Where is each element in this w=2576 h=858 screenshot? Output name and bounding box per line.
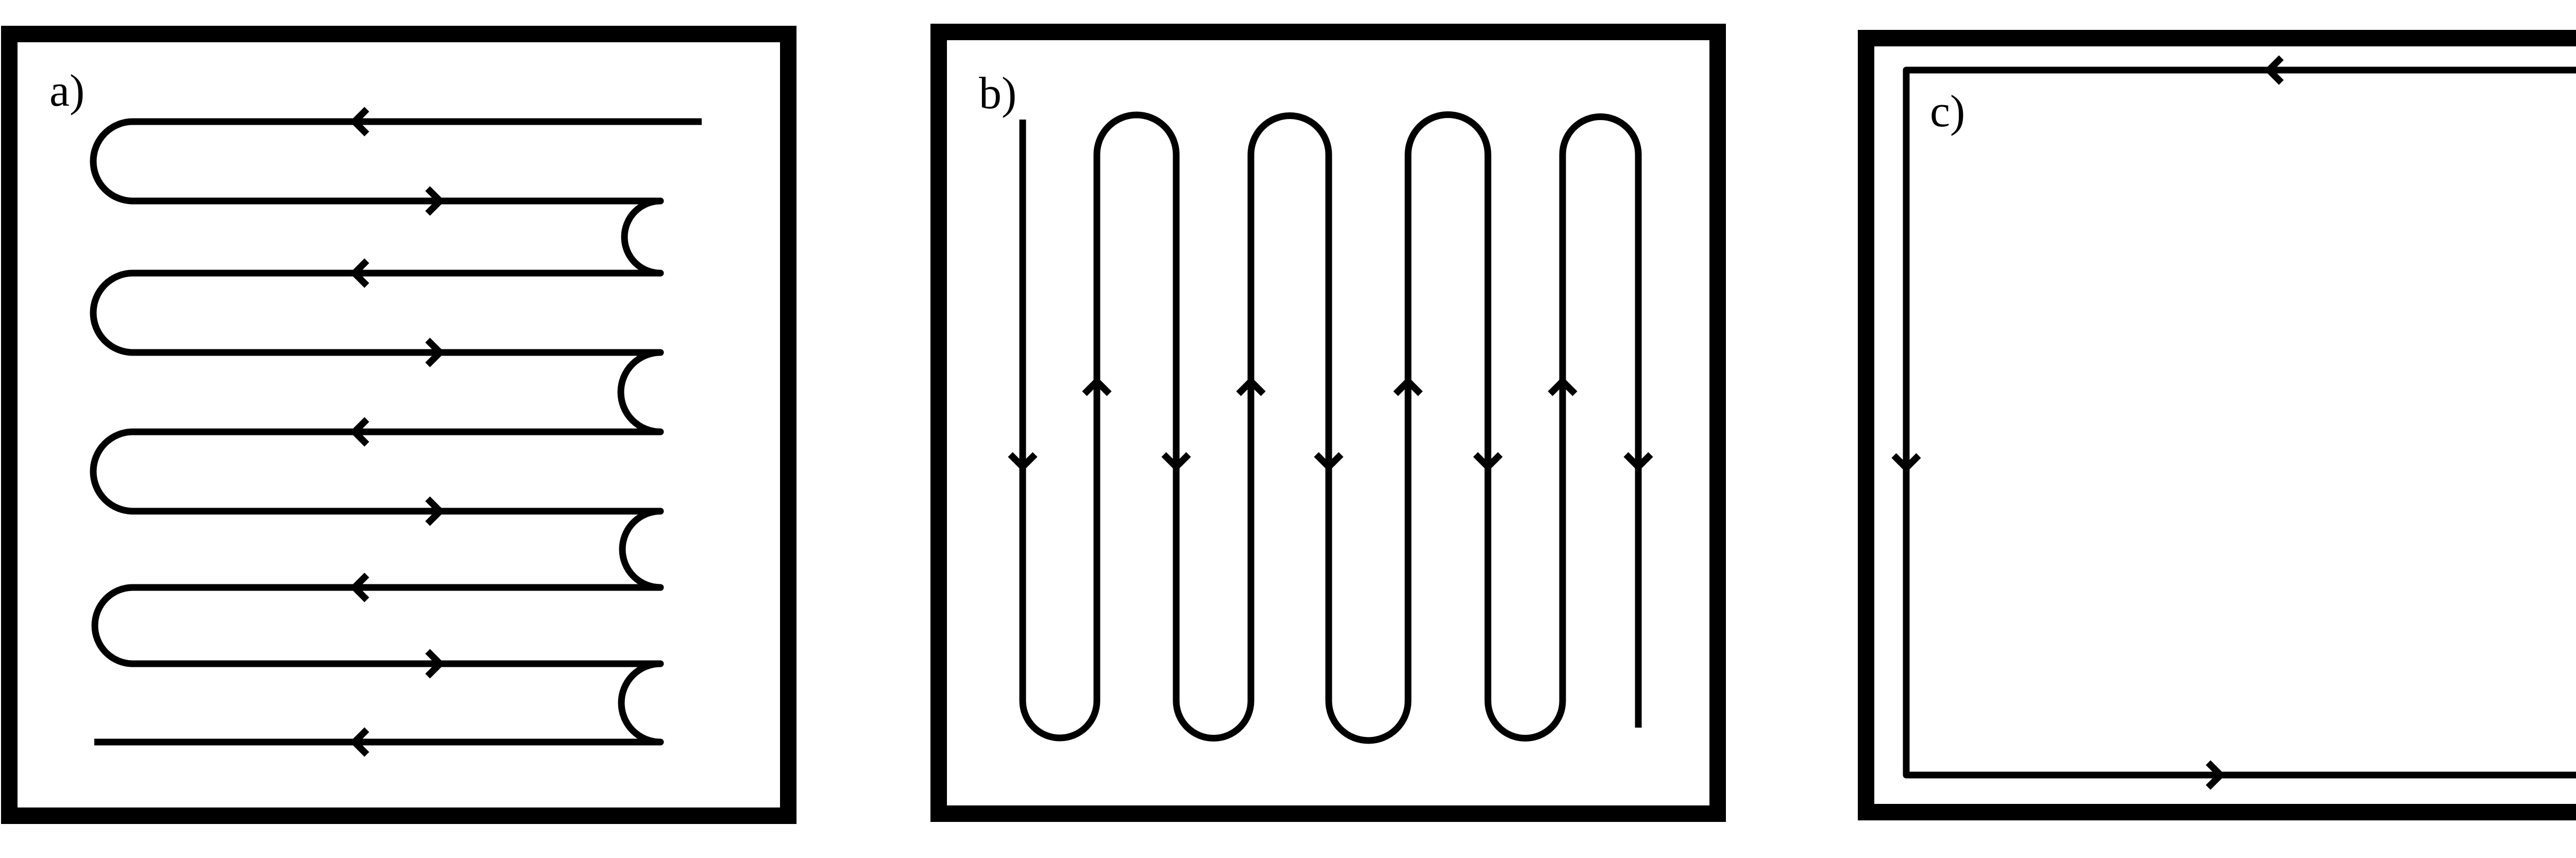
direction-arrow: [1314, 452, 1344, 472]
panel-a-label: a): [49, 66, 84, 116]
direction-arrow: [425, 649, 445, 679]
direction-arrow: [425, 496, 445, 526]
direction-arrow: [425, 338, 445, 367]
direction-arrow: [2264, 55, 2284, 85]
direction-arrow: [1623, 452, 1653, 472]
direction-arrow: [349, 573, 369, 602]
direction-arrow: [349, 417, 369, 447]
direction-arrow: [349, 258, 369, 288]
direction-arrow: [1393, 376, 1423, 396]
direction-arrow: [425, 186, 445, 216]
direction-arrow: [2206, 760, 2226, 790]
panel-c-direction-arrows: [1891, 55, 2284, 790]
direction-arrow: [1008, 452, 1038, 472]
panel-c-frame-outer: [1858, 30, 2576, 820]
panel-c-frame-inner: [1870, 42, 2576, 808]
panel-b-label: b): [979, 69, 1016, 119]
panel-b-direction-arrows: [1008, 376, 1653, 472]
panel-b-frame-outer: [930, 24, 1726, 822]
direction-arrow: [1548, 376, 1578, 396]
panel-a-frame-outer: [1, 26, 796, 824]
direction-arrow: [1473, 452, 1503, 472]
panel-a-frame-inner: [13, 38, 784, 812]
direction-arrow: [349, 107, 369, 137]
panel-a: a): [1, 26, 796, 824]
direction-arrow: [1236, 376, 1266, 396]
panel-a-scan-path: [90, 118, 702, 746]
panel-b-scan-path: [1019, 111, 1642, 744]
panel-a-direction-arrows: [349, 107, 445, 757]
direction-arrow: [1082, 376, 1112, 396]
panel-c-scan-path: [1903, 66, 2576, 779]
panel-b-frame-inner: [943, 36, 1714, 810]
direction-arrow: [1891, 453, 1921, 473]
direction-arrow: [349, 727, 369, 757]
direction-arrow: [1161, 452, 1191, 472]
panel-c: c): [1858, 30, 2576, 820]
panel-c-label: c): [1930, 87, 1965, 137]
panel-b: b): [930, 24, 1726, 822]
